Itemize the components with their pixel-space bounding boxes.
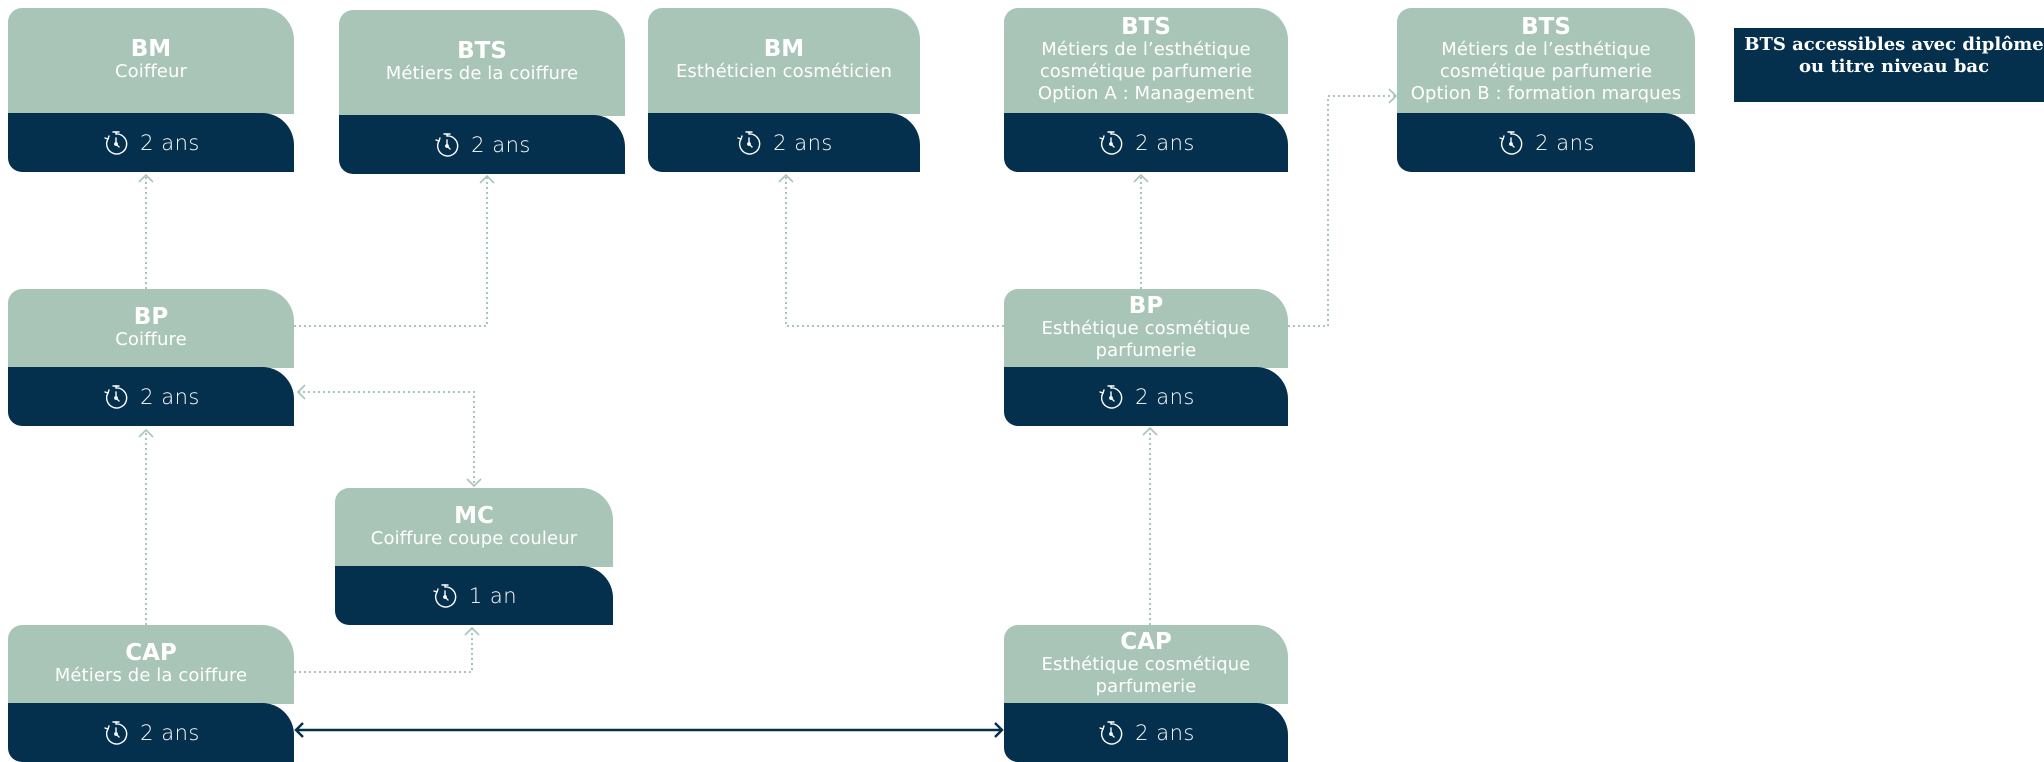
arrowhead (296, 384, 306, 400)
card-duration-bar: 2 ans (1004, 703, 1288, 762)
diploma-abbreviation: CAP (1120, 628, 1172, 655)
diploma-abbreviation: BM (130, 36, 172, 62)
card-duration-bar: 2 ans (1397, 113, 1695, 172)
card-duration-bar: 2 ans (1004, 113, 1288, 172)
stopwatch-icon (102, 129, 130, 157)
diploma-abbreviation: BTS (457, 38, 507, 64)
arrowhead (778, 173, 794, 183)
arrowhead (1388, 88, 1398, 104)
legend-line-1: BTS accessibles avec diplôme (1744, 34, 2044, 55)
duration-label: 2 ans (140, 720, 200, 745)
diploma-title-line: Coiffeur (115, 61, 187, 82)
diploma-title-line: Esthétique cosmétique (1041, 317, 1251, 339)
card-duration-bar: 2 ans (8, 367, 294, 426)
arrow-bp-to-bts-coiffure (294, 176, 488, 327)
legend-box: BTS accessibles avec diplôme ou titre ni… (1734, 28, 2044, 102)
diploma-title-line: Métiers de la coiffure (54, 664, 248, 686)
arrowhead (1133, 173, 1149, 183)
card-duration-bar: 2 ans (339, 115, 625, 174)
arrowhead (294, 722, 304, 738)
duration-label: 1 an (468, 583, 518, 608)
diploma-abbreviation: BP (1128, 292, 1164, 319)
duration-label: 2 ans (1535, 130, 1595, 155)
duration-label: 2 ans (140, 384, 200, 409)
arrowhead (466, 478, 482, 488)
diploma-abbreviation: BTS (1121, 14, 1171, 40)
arrow-bp-to-bts-option-b (1288, 95, 1396, 327)
arrowhead (479, 174, 495, 184)
diploma-title-line: Coiffure coupe couleur (370, 527, 578, 549)
legend-line-2: ou titre niveau bac (1798, 56, 1990, 77)
stopwatch-icon (102, 719, 130, 747)
duration-label: 2 ans (1135, 720, 1195, 745)
diploma-title-line: Coiffure (115, 328, 187, 350)
stopwatch-icon (735, 129, 763, 157)
card-duration-bar: 2 ans (8, 113, 294, 172)
diploma-title-line: parfumerie (1095, 675, 1197, 697)
duration-label: 2 ans (773, 130, 833, 155)
duration-label: 2 ans (1135, 130, 1195, 155)
card-duration-bar: 2 ans (648, 113, 920, 172)
diploma-abbreviation: BP (133, 303, 169, 330)
diploma-title-line: Métiers de l’esthétique (1441, 39, 1651, 60)
stopwatch-icon (1497, 129, 1525, 157)
card-duration-bar: 2 ans (8, 703, 294, 762)
diploma-title-line: Métiers de la coiffure (385, 63, 579, 84)
arrowhead (138, 173, 154, 183)
diploma-abbreviation: CAP (125, 639, 177, 666)
stopwatch-icon (433, 131, 461, 159)
duration-label: 2 ans (1135, 384, 1195, 409)
card-duration-bar: 1 an (335, 566, 613, 625)
stopwatch-icon (1097, 719, 1125, 747)
arrowhead (464, 626, 480, 636)
stopwatch-icon (102, 383, 130, 411)
arrowhead (138, 428, 154, 438)
diploma-title-line: Option A : Management (1037, 83, 1255, 104)
stopwatch-icon (1097, 129, 1125, 157)
card-duration-bar: 2 ans (1004, 367, 1288, 426)
duration-label: 2 ans (140, 130, 200, 155)
duration-label: 2 ans (471, 132, 531, 157)
diploma-title-line: Esthétique cosmétique (1041, 653, 1251, 675)
diploma-abbreviation: BTS (1521, 14, 1571, 40)
arrow-cap-to-mc (294, 628, 473, 673)
diploma-title-line: Option B : formation marques (1410, 83, 1682, 104)
arrow-bp-to-bm-estheticien (785, 175, 1004, 327)
arrow-bp-to-mc (298, 391, 475, 486)
stopwatch-icon (431, 582, 459, 610)
stopwatch-icon (1097, 383, 1125, 411)
diploma-title-line: Esthéticien cosméticien (675, 61, 893, 82)
diploma-title-line: parfumerie (1095, 339, 1197, 361)
diploma-abbreviation: MC (454, 502, 494, 529)
arrowhead (994, 722, 1004, 738)
diploma-title-line: cosmétique parfumerie (1039, 61, 1253, 82)
arrowhead (1142, 426, 1158, 436)
diploma-title-line: cosmétique parfumerie (1439, 61, 1653, 82)
diploma-title-line: Métiers de l’esthétique (1041, 39, 1251, 60)
diploma-abbreviation: BM (763, 36, 805, 62)
